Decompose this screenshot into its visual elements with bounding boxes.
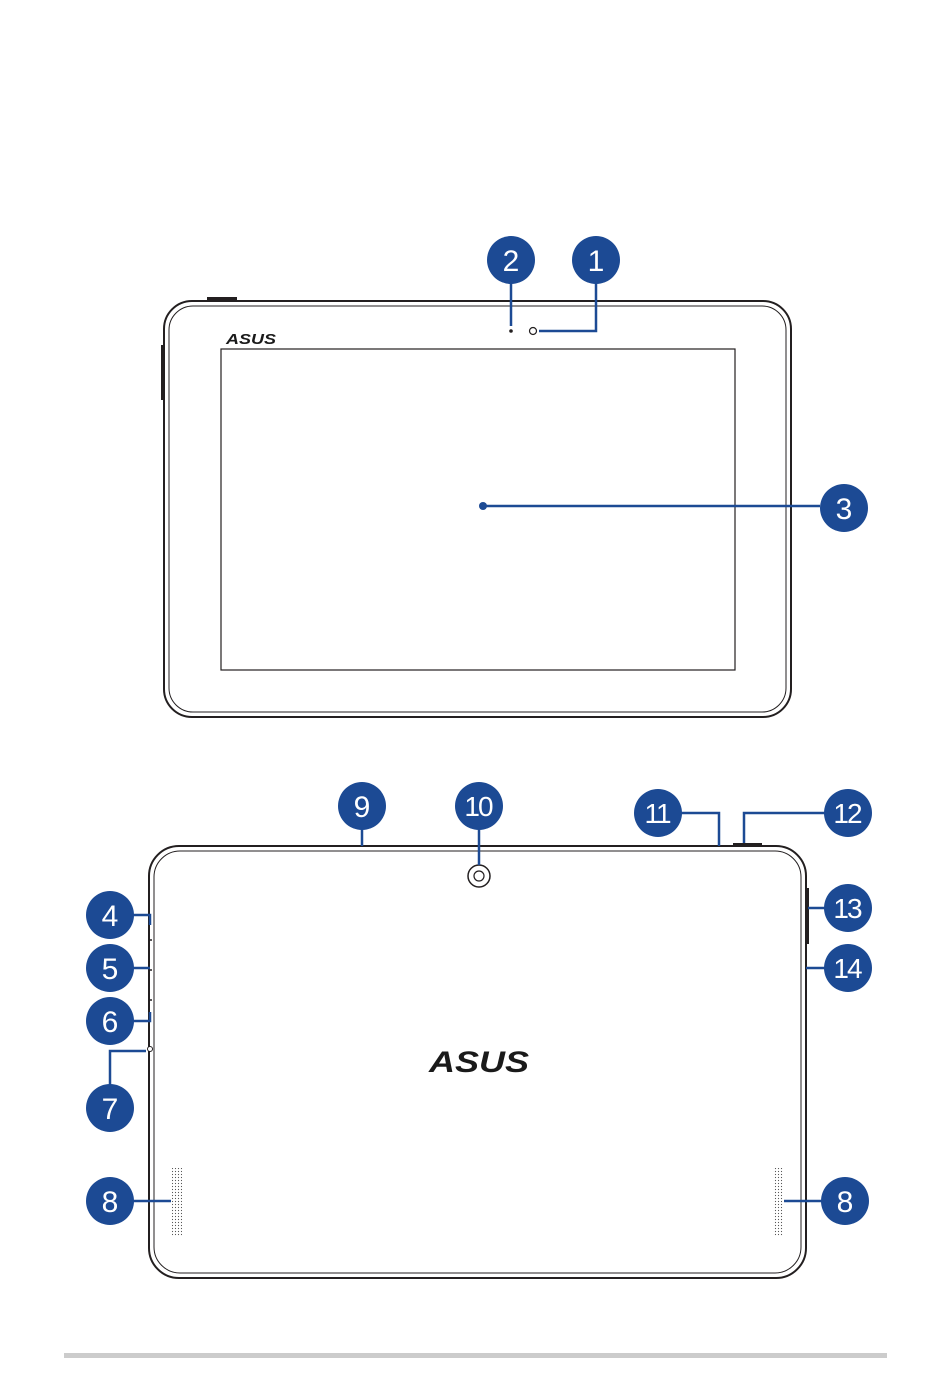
callout-8-right: 8 — [821, 1177, 869, 1225]
svg-text:9: 9 — [354, 791, 371, 824]
leader-dot — [479, 502, 487, 510]
callout-3: 3 — [820, 484, 868, 532]
svg-text:2: 2 — [503, 245, 520, 278]
svg-text:8: 8 — [837, 1186, 854, 1219]
leader-line — [681, 813, 719, 846]
rear-view: ASUS 4 5 6 7 — [86, 782, 872, 1278]
svg-text:7: 7 — [102, 1093, 119, 1126]
svg-text:1: 1 — [588, 245, 605, 278]
callout-11: 11 — [634, 789, 682, 837]
callout-5: 5 — [86, 944, 134, 992]
callout-2: 2 — [487, 236, 535, 284]
svg-text:11: 11 — [644, 798, 670, 829]
callout-14: 14 — [824, 944, 872, 992]
rear-asus-logo: ASUS — [428, 1046, 529, 1079]
front-asus-logo: ASUS — [225, 331, 276, 348]
rear-camera-lens — [474, 871, 484, 881]
callout-1: 1 — [572, 236, 620, 284]
front-view: ASUS 1 2 3 — [161, 236, 868, 717]
footer-rule — [64, 1353, 887, 1358]
svg-text:4: 4 — [102, 900, 119, 933]
svg-text:10: 10 — [464, 791, 493, 822]
callout-12: 12 — [824, 789, 872, 837]
callout-9: 9 — [338, 782, 386, 830]
callout-13: 13 — [824, 884, 872, 932]
svg-text:13: 13 — [833, 893, 862, 924]
leader-line — [744, 813, 825, 843]
svg-text:12: 12 — [833, 798, 862, 829]
port-mark — [148, 1047, 153, 1052]
speaker-grill-left — [172, 1168, 182, 1236]
light-sensor-dot — [509, 329, 513, 333]
svg-text:5: 5 — [102, 953, 119, 986]
svg-text:6: 6 — [102, 1006, 119, 1039]
callout-10: 10 — [455, 782, 503, 830]
svg-text:14: 14 — [833, 953, 862, 984]
front-camera-lens — [530, 328, 537, 335]
svg-text:8: 8 — [102, 1186, 119, 1219]
callout-7: 7 — [86, 1084, 134, 1132]
callout-6: 6 — [86, 997, 134, 1045]
svg-text:3: 3 — [836, 493, 853, 526]
callout-4: 4 — [86, 891, 134, 939]
speaker-grill-right — [773, 1168, 783, 1236]
touch-screen — [221, 349, 735, 670]
callout-8-left: 8 — [86, 1177, 134, 1225]
